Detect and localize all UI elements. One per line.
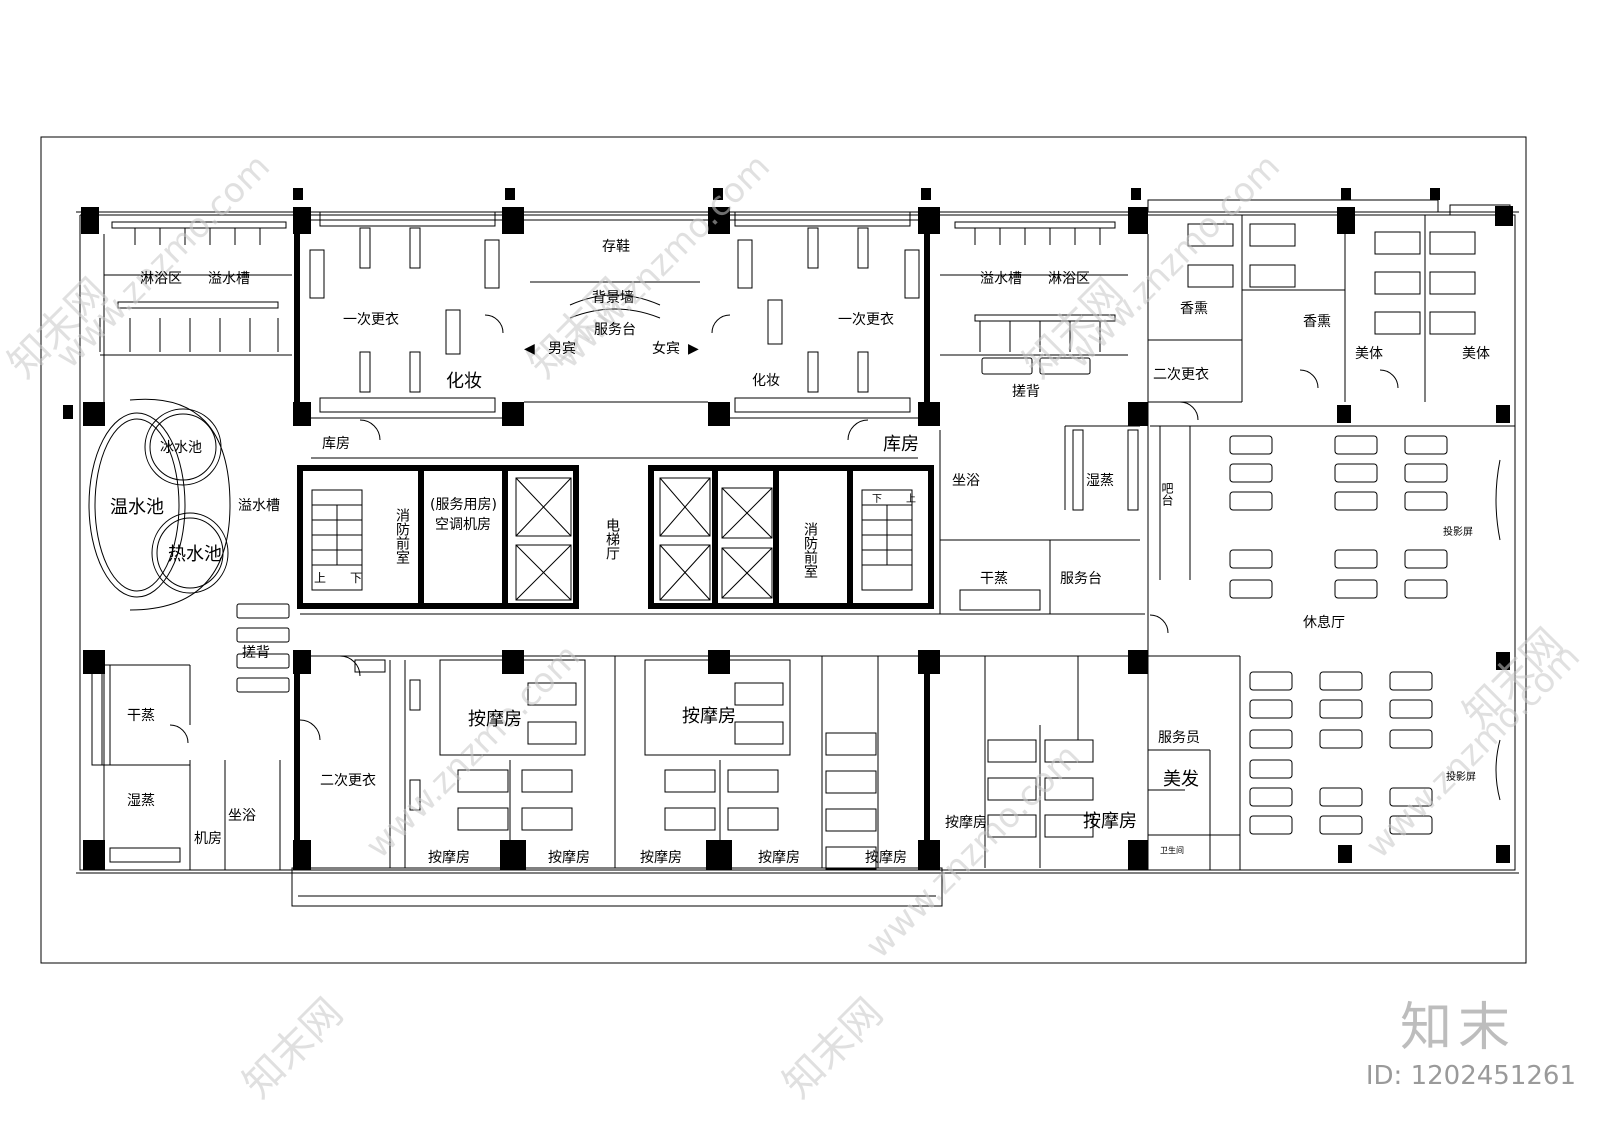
label-shoe-storage: 存鞋 xyxy=(602,239,630,255)
watermark-text: www.znzmo.com xyxy=(1358,636,1588,866)
label-storage-right: 库房 xyxy=(883,434,919,455)
reception-desk xyxy=(530,281,700,319)
watermark-brand-text: 知末网 xyxy=(235,990,352,1107)
projector-screens xyxy=(1495,459,1501,801)
label-stair-up-left: 上 xyxy=(314,571,326,585)
label-storage-left: 库房 xyxy=(322,436,350,452)
label-attendant: 服务员 xyxy=(1158,730,1200,746)
label-dry-sauna-right: 干蒸 xyxy=(980,571,1008,587)
label-changing1-right: 一次更衣 xyxy=(838,312,894,328)
label-bar: 吧台 xyxy=(1160,482,1174,506)
doors xyxy=(169,314,1399,744)
label-hair: 美发 xyxy=(1163,769,1199,790)
icon-arrow-left: ◀ xyxy=(524,341,535,357)
label-massage-1: 按摩房 xyxy=(468,709,522,730)
label-changing2-right: 二次更衣 xyxy=(1153,367,1209,383)
label-service-room: (服务用房) xyxy=(430,497,497,513)
elevators xyxy=(515,477,773,601)
label-projector-2: 投影屏 xyxy=(1446,770,1476,783)
watermark-brand-text: 知末网 xyxy=(775,990,892,1107)
label-seated-bath-right: 坐浴 xyxy=(952,473,980,489)
label-shower-left: 淋浴区 xyxy=(140,271,182,287)
label-dry-sauna-left: 干蒸 xyxy=(127,708,155,724)
id-label: ID: 1202451261 xyxy=(1365,1061,1576,1091)
label-stair-up-right: 上 xyxy=(906,493,916,505)
label-changing1-left: 一次更衣 xyxy=(343,312,399,328)
brand-logo-text: 知末 xyxy=(1400,998,1517,1058)
building-outline xyxy=(76,199,1519,907)
label-aroma-1: 香熏 xyxy=(1180,301,1208,317)
label-seated-bath-left: 坐浴 xyxy=(228,808,256,824)
stair-left xyxy=(311,489,363,591)
label-ice-pool: 冰水池 xyxy=(160,440,202,456)
watermark-text: www.znzmo.com xyxy=(358,636,588,866)
label-massage-6: 按摩房 xyxy=(758,849,800,866)
label-body-2: 美体 xyxy=(1462,346,1490,362)
label-fire-lobby-left: 消防前室 xyxy=(394,508,410,564)
interior-walls xyxy=(92,215,1515,870)
label-stair-down-right: 下 xyxy=(872,494,882,505)
lockers xyxy=(309,211,920,811)
label-scrub-left: 搓背 xyxy=(242,645,270,661)
label-wet-sauna-left: 湿蒸 xyxy=(127,793,155,809)
label-massage-5: 按摩房 xyxy=(640,849,682,866)
label-massage-3: 按摩房 xyxy=(428,849,470,866)
label-backdrop-wall: 背景墙 xyxy=(592,290,634,306)
thick-walls xyxy=(294,234,934,840)
label-makeup-left: 化妆 xyxy=(446,371,482,392)
label-elevator-hall: 电梯厅 xyxy=(604,518,620,560)
label-overflow-left: 溢水槽 xyxy=(208,271,250,287)
pools xyxy=(88,398,231,611)
label-massage-8: 按摩房 xyxy=(945,814,987,831)
drawing-frame xyxy=(40,136,1527,964)
label-massage-4: 按摩房 xyxy=(548,849,590,866)
label-stair-down-left: 下 xyxy=(350,571,362,585)
watermark-text: www.znzmo.com xyxy=(1058,146,1288,376)
label-female: 女宾 xyxy=(652,340,680,357)
shower-partitions xyxy=(99,221,1116,352)
label-service-desk-right: 服务台 xyxy=(1060,571,1102,587)
massage-beds xyxy=(457,223,1476,870)
label-scrub-right: 搓背 xyxy=(1012,384,1040,400)
label-fire-lobby-right: 消防前室 xyxy=(802,522,818,578)
label-massage-9: 按摩房 xyxy=(1083,811,1137,832)
label-projector-1: 投影屏 xyxy=(1443,525,1473,538)
label-massage-7: 按摩房 xyxy=(865,849,907,866)
label-male: 男宾 xyxy=(548,341,576,357)
label-ac-room: 空调机房 xyxy=(435,517,491,533)
label-wet-sauna-right: 湿蒸 xyxy=(1086,473,1114,489)
label-aroma-2: 香熏 xyxy=(1303,314,1331,330)
label-overflow-right: 溢水槽 xyxy=(980,271,1022,287)
label-warm-pool: 温水池 xyxy=(110,497,164,518)
label-massage-2: 按摩房 xyxy=(682,706,736,727)
label-overflow-pool: 溢水槽 xyxy=(238,498,280,514)
lounge-chairs xyxy=(236,357,1448,835)
label-toilet: 卫生间 xyxy=(1160,845,1184,855)
label-lounge: 休息厅 xyxy=(1303,614,1345,631)
stair-right xyxy=(861,489,913,591)
icon-arrow-right: ▶ xyxy=(688,341,699,357)
room-labels: 淋浴区 溢水槽 淋浴区 溢水槽 一次更衣 一次更衣 存鞋 背景墙 服务台 ◀ 男… xyxy=(110,239,1490,866)
label-hot-pool: 热水池 xyxy=(168,544,222,565)
sauna-benches xyxy=(91,429,1139,863)
label-machine-room: 机房 xyxy=(194,831,222,847)
label-body-1: 美体 xyxy=(1355,346,1383,362)
label-service-desk-center: 服务台 xyxy=(594,322,636,338)
label-shower-right: 淋浴区 xyxy=(1048,271,1090,287)
label-makeup-right: 化妆 xyxy=(752,373,780,389)
label-changing2-left: 二次更衣 xyxy=(320,773,376,789)
watermark-text: www.znzmo.com xyxy=(48,146,278,376)
